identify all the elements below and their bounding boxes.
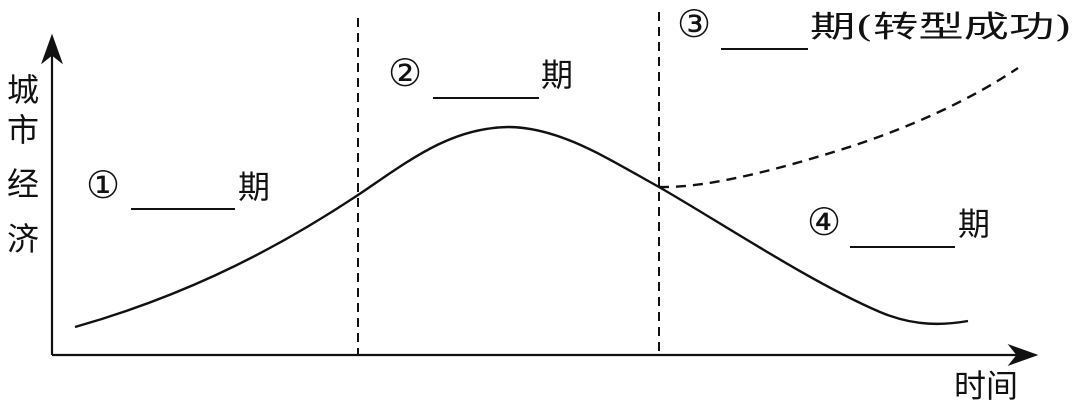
stage-4-suffix: 期 [958, 205, 990, 243]
transformation-success-curve [658, 67, 1019, 189]
y-axis-label-char-2: 市 [7, 111, 39, 149]
stage-2-marker: ② [388, 51, 422, 95]
stage-3-marker: ③ [677, 2, 711, 46]
stage-1-suffix: 期 [238, 168, 270, 206]
x-axis-label: 时间 [954, 367, 1018, 405]
y-axis-label-char-4: 济 [7, 220, 39, 258]
stage-3-suffix: 期(转型成功) [810, 10, 1072, 45]
lifecycle-curve [74, 125, 969, 329]
stage-1-marker: ① [86, 163, 120, 207]
y-axis-label-char-1: 城 [7, 71, 39, 109]
stage-2-suffix: 期 [541, 56, 573, 94]
stage-4-marker: ④ [807, 200, 841, 244]
y-axis-label-char-3: 经 [7, 165, 39, 203]
